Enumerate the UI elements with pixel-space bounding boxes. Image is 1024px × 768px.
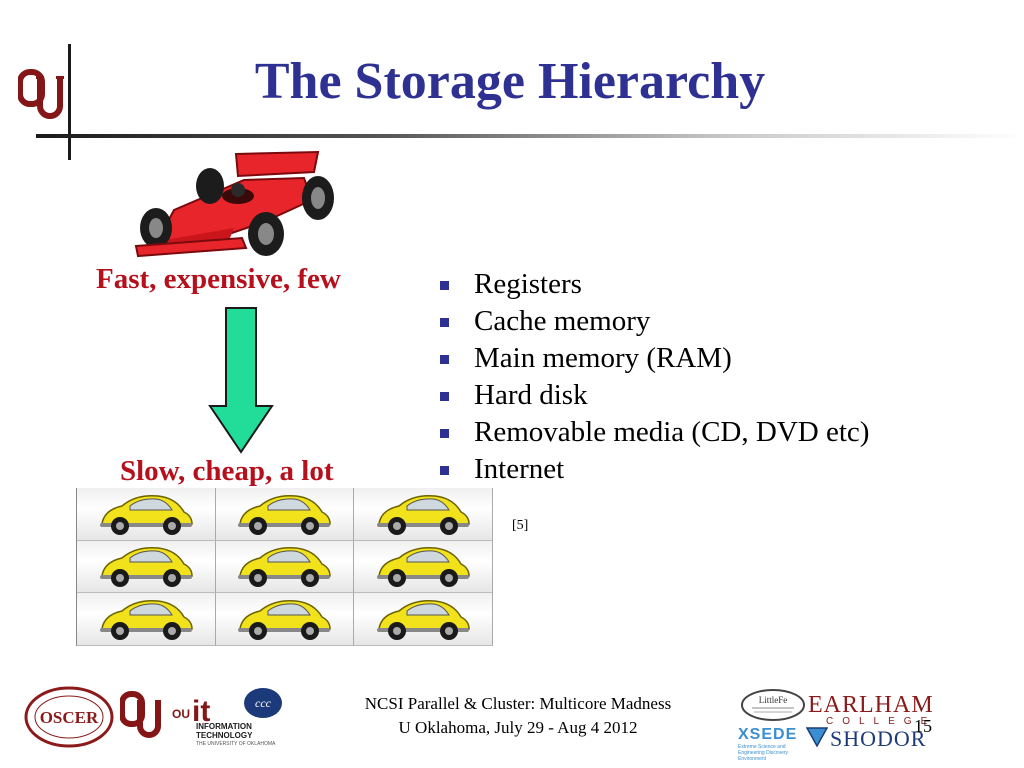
it-logo-text: INFORMATION TECHNOLOGY (196, 722, 253, 740)
header-vertical-rule (68, 44, 71, 160)
beetle-cell (354, 488, 493, 541)
bullet-square-icon (440, 355, 449, 364)
list-item: Removable media (CD, DVD etc) (440, 414, 869, 451)
beetle-car-icon (377, 494, 470, 535)
earlham-logo: EARLHAM (808, 692, 934, 718)
footer-caption: NCSI Parallel & Cluster: Multicore Madne… (318, 692, 718, 740)
footer-line-1: NCSI Parallel & Cluster: Multicore Madne… (364, 694, 672, 713)
fast-label: Fast, expensive, few (96, 263, 341, 295)
xsede-logo: XSEDE (738, 726, 798, 743)
race-car-icon (134, 150, 334, 258)
oscer-logo-icon: OSCER (24, 686, 114, 748)
beetle-cell (354, 593, 493, 646)
ccc-logo-icon: ccc (244, 688, 282, 718)
header-horizontal-rule (36, 134, 1024, 138)
beetle-car-icon (238, 494, 332, 535)
beetle-car-icon (99, 547, 193, 588)
xsede-subtitle: Extreme Science and Engineering Discover… (738, 744, 789, 762)
beetle-cell (77, 488, 216, 541)
ou-footer-logo-icon (120, 691, 161, 738)
list-item: Main memory (RAM) (440, 340, 869, 377)
bullet-square-icon (440, 318, 449, 327)
list-item: Hard disk (440, 377, 869, 414)
earlham-college-label: COLLEGE (826, 716, 937, 727)
list-item: Registers (440, 266, 869, 303)
bullet-square-icon (440, 281, 449, 290)
beetle-car-icon (377, 547, 470, 588)
beetle-car-icon (377, 600, 470, 641)
bullet-square-icon (440, 429, 449, 438)
beetle-car-icon (99, 494, 193, 535)
bullet-square-icon (440, 392, 449, 401)
beetle-cell (77, 540, 216, 594)
beetle-cell (215, 593, 355, 646)
svg-text:OU: OU (172, 707, 190, 721)
list-item: Cache memory (440, 303, 869, 340)
ou-it-logo-icon: OU it (172, 695, 210, 724)
ou-logo-icon (18, 69, 64, 119)
beetle-cell (215, 488, 355, 541)
footer-line-2: U Oklahoma, July 29 - Aug 4 2012 (398, 718, 638, 737)
littlefe-logo-icon: LittleFe (741, 689, 805, 721)
page-title: The Storage Hierarchy (254, 53, 766, 110)
svg-text:LittleFe: LittleFe (759, 695, 788, 705)
bullet-square-icon (440, 466, 449, 475)
page-number: 15 (914, 716, 932, 736)
beetle-car-icon (238, 547, 332, 588)
beetle-cell (354, 540, 493, 594)
beetle-car-icon (99, 600, 193, 641)
storage-levels-list: Registers Cache memory Main memory (RAM)… (440, 266, 869, 488)
oscer-label: OSCER (40, 708, 99, 727)
beetle-car-icon (238, 600, 332, 641)
university-label: THE UNIVERSITY OF OKLAHOMA (196, 741, 276, 747)
svg-text:it: it (192, 695, 210, 724)
shodor-shield-icon (806, 727, 828, 748)
down-arrow-icon (208, 307, 274, 454)
beetle-cell (77, 593, 216, 646)
reference-marker: [5] (512, 518, 529, 533)
slow-label: Slow, cheap, a lot (120, 455, 334, 487)
svg-text:ccc: ccc (255, 696, 272, 710)
shodor-logo: SHODOR (830, 726, 927, 751)
list-item: Internet (440, 451, 869, 488)
beetle-car-grid (76, 488, 493, 646)
beetle-cell (215, 540, 355, 594)
